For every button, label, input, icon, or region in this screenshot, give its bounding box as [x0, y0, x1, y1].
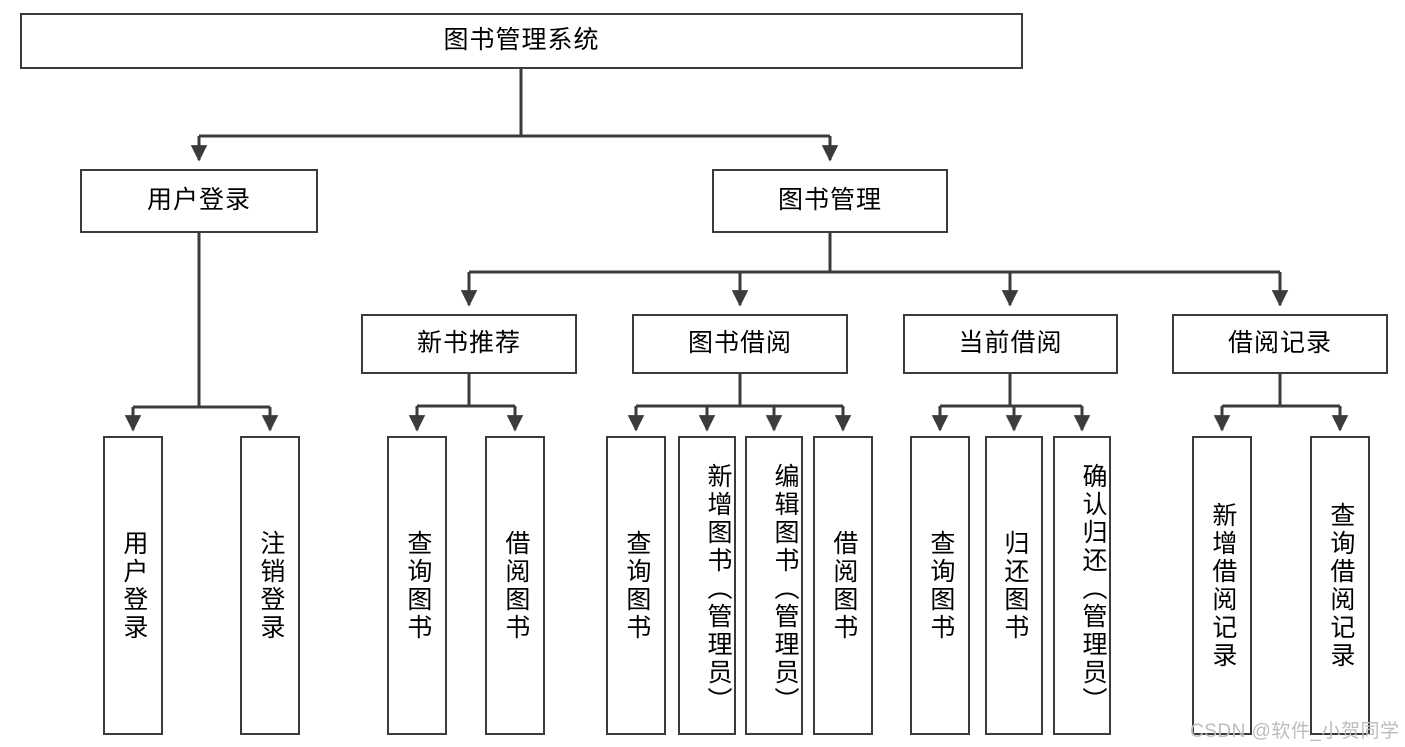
node-leaf-add-book-label: 新增图书（管理员） — [704, 462, 732, 715]
node-book-borrow-label: 图书借阅 — [687, 329, 792, 358]
node-leaf-borrow-book-label: 借阅图书 — [829, 529, 858, 642]
node-leaf-query-book-rec[interactable]: 查询图书 — [387, 436, 447, 735]
node-new-book-rec[interactable]: 新书推荐 — [361, 314, 577, 374]
node-borrow-record[interactable]: 借阅记录 — [1172, 314, 1388, 374]
node-current-borrow[interactable]: 当前借阅 — [903, 314, 1118, 374]
node-leaf-add-record[interactable]: 新增借阅记录 — [1192, 436, 1252, 735]
node-book-borrow[interactable]: 图书借阅 — [632, 314, 848, 374]
node-leaf-query-book-rec-label: 查询图书 — [403, 529, 432, 642]
node-leaf-query-book-label: 查询图书 — [622, 529, 651, 642]
node-root[interactable]: 图书管理系统 — [20, 13, 1023, 69]
node-leaf-user-login-label: 用户登录 — [119, 529, 148, 642]
node-leaf-add-record-label: 新增借阅记录 — [1208, 501, 1237, 670]
node-leaf-query-book[interactable]: 查询图书 — [606, 436, 666, 735]
node-leaf-query-record[interactable]: 查询借阅记录 — [1310, 436, 1370, 735]
node-leaf-confirm-return-label: 确认归还（管理员） — [1079, 462, 1107, 715]
node-leaf-edit-book[interactable]: 编辑图书（管理员） — [745, 436, 803, 735]
node-borrow-record-label: 借阅记录 — [1227, 329, 1332, 358]
node-leaf-user-logout[interactable]: 注销登录 — [240, 436, 300, 735]
node-leaf-borrow-book-rec[interactable]: 借阅图书 — [485, 436, 545, 735]
node-leaf-return-book[interactable]: 归还图书 — [985, 436, 1043, 735]
node-leaf-user-login[interactable]: 用户登录 — [103, 436, 163, 735]
node-leaf-query-current-label: 查询图书 — [926, 529, 955, 642]
node-book-manage[interactable]: 图书管理 — [712, 169, 948, 233]
node-leaf-confirm-return[interactable]: 确认归还（管理员） — [1053, 436, 1111, 735]
node-user-login-label: 用户登录 — [146, 186, 251, 215]
node-leaf-borrow-book[interactable]: 借阅图书 — [813, 436, 873, 735]
node-leaf-query-record-label: 查询借阅记录 — [1326, 501, 1355, 670]
node-current-borrow-label: 当前借阅 — [958, 329, 1063, 358]
node-leaf-user-logout-label: 注销登录 — [256, 529, 285, 642]
csdn-watermark: CSDN @软件_小贺同学 — [1190, 721, 1400, 742]
node-leaf-return-book-label: 归还图书 — [1000, 529, 1029, 642]
node-book-manage-label: 图书管理 — [777, 186, 882, 215]
node-user-login[interactable]: 用户登录 — [80, 169, 318, 233]
node-leaf-edit-book-label: 编辑图书（管理员） — [771, 462, 799, 715]
node-leaf-add-book[interactable]: 新增图书（管理员） — [678, 436, 736, 735]
node-root-label: 图书管理系统 — [443, 26, 600, 55]
node-leaf-borrow-book-rec-label: 借阅图书 — [501, 529, 530, 642]
node-new-book-rec-label: 新书推荐 — [416, 329, 521, 358]
node-leaf-query-current[interactable]: 查询图书 — [910, 436, 970, 735]
